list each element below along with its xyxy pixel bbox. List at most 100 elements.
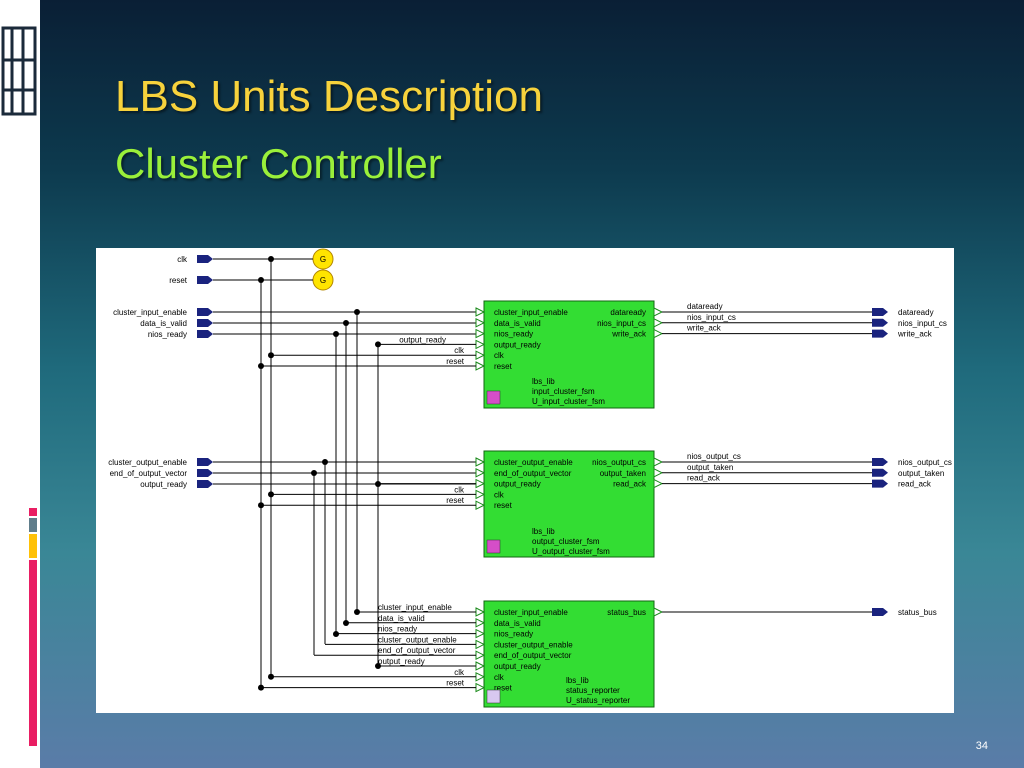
module-input-pin	[475, 650, 486, 661]
module-input-label: nios_ready	[494, 630, 533, 639]
output-port-label-write_ack: write_ack	[897, 330, 933, 339]
module-instance-label: U_output_cluster_fsm	[532, 547, 610, 556]
input-wire-label: clk	[454, 346, 465, 355]
module-output-pin	[653, 457, 664, 467]
input-wire-label: clk	[454, 485, 465, 494]
module-output-pin	[653, 307, 664, 317]
junction-dot	[354, 609, 360, 615]
left-bar-pink	[29, 508, 37, 516]
module-input-label: end_of_output_vector	[494, 469, 572, 478]
module-input-pin	[475, 489, 486, 500]
module-1: cluster_output_enableend_of_output_vecto…	[483, 450, 655, 558]
module-input-label: reset	[494, 684, 513, 693]
module-input-pin	[475, 500, 486, 511]
module-input-label: clk	[494, 673, 505, 682]
output-port-label-dataready: dataready	[898, 308, 934, 317]
junction-dot	[375, 663, 381, 669]
module-input-pin	[475, 317, 486, 328]
window-grid-icon	[1, 26, 37, 116]
output-wire-label: dataready	[687, 302, 723, 311]
module-input-pin	[475, 457, 486, 467]
module-2: cluster_input_enable data_is_valid nios_re…	[483, 600, 655, 708]
module-library-label: lbs_lib	[532, 377, 555, 386]
module-box	[483, 600, 655, 708]
module-input-label: output_ready	[494, 662, 541, 671]
module-output-label: dataready	[610, 308, 646, 317]
module-input-pin	[475, 628, 486, 639]
input-wire-label: cluster_output_enable	[378, 635, 457, 644]
block-diagram-svg: GGclkresetcluster_input_enabledata_is_va…	[108, 248, 952, 708]
input-wire-label: end_of_output_vector	[378, 646, 456, 655]
module-input-label: output_ready	[494, 480, 541, 489]
module-output-label: write_ack	[611, 330, 647, 339]
output-port-status_bus	[872, 608, 888, 616]
input-port-label-output_ready: output_ready	[140, 480, 187, 489]
module-input-label: nios_ready	[494, 330, 533, 339]
input-wire-label: cluster_input_enable	[378, 603, 452, 612]
module-entity-label: output_cluster_fsm	[532, 537, 600, 546]
module-output-label: output_taken	[600, 469, 646, 478]
module-input-label: data_is_valid	[494, 319, 541, 328]
input-port-label-clk: clk	[177, 255, 188, 264]
input-wire-label: output_ready	[399, 335, 446, 344]
module-input-pin	[475, 467, 486, 478]
input-port-output_ready	[197, 480, 213, 488]
module-input-label: data_is_valid	[494, 619, 541, 628]
input-port-label-end_of_output_vector: end_of_output_vector	[110, 469, 188, 478]
output-port-nios_output_cs	[872, 458, 888, 466]
junction-dot	[343, 620, 349, 626]
module-output-label: nios_output_cs	[592, 458, 646, 467]
junction-dot	[258, 363, 264, 369]
input-port-cluster_input_enable	[197, 308, 213, 316]
output-port-read_ack	[872, 479, 888, 488]
module-output-label: read_ack	[613, 480, 647, 489]
junction-dot	[268, 352, 274, 359]
output-wire-label: nios_input_cs	[687, 313, 736, 322]
module-0: cluster_input_enabledata_is_validnios_re…	[483, 300, 655, 409]
input-port-clk	[197, 255, 213, 263]
junction-dot	[375, 341, 381, 348]
clock-generator-label: G	[320, 276, 326, 285]
module-output-label: nios_input_cs	[597, 319, 646, 328]
module-box	[483, 300, 655, 409]
module-input-label: cluster_input_enable	[494, 608, 568, 617]
output-wire-label: read_ack	[687, 474, 721, 483]
junction-dot	[258, 502, 264, 509]
output-port-nios_input_cs	[872, 318, 888, 327]
junction-dot	[268, 673, 274, 680]
input-wire-label: reset	[446, 679, 465, 688]
junction-dot	[258, 684, 264, 691]
state-machine-icon	[486, 390, 501, 405]
output-port-output_taken	[872, 468, 888, 477]
input-port-label-data_is_valid: data_is_valid	[140, 319, 187, 328]
output-wire-label: output_taken	[687, 463, 733, 472]
input-port-label-cluster_input_enable: cluster_input_enable	[113, 308, 187, 317]
module-input-pin	[475, 617, 486, 628]
left-decoration-strip	[0, 0, 40, 768]
module-box	[483, 450, 655, 558]
slide-title: LBS Units Description	[115, 72, 543, 121]
module-input-pin	[475, 661, 486, 671]
output-port-label-nios_output_cs: nios_output_cs	[898, 458, 952, 467]
module-input-label: output_ready	[494, 340, 541, 349]
output-port-label-read_ack: read_ack	[898, 480, 932, 489]
module-output-pin	[653, 467, 664, 478]
module-entity-label: input_cluster_fsm	[532, 387, 595, 396]
module-input-pin	[475, 350, 486, 361]
module-input-label: end_of_output_vector	[494, 651, 572, 660]
module-output-pin	[653, 317, 664, 328]
module-input-pin	[475, 339, 486, 350]
output-wire-label: nios_output_cs	[687, 452, 741, 461]
input-port-reset	[197, 276, 213, 284]
state-machine-icon	[486, 539, 501, 554]
module-input-label: reset	[494, 362, 513, 371]
slide-subtitle: Cluster Controller	[115, 140, 442, 187]
document-icon	[486, 689, 501, 704]
output-wire-label: write_ack	[686, 324, 722, 333]
left-bar-amber	[29, 534, 37, 558]
left-color-bars	[29, 508, 37, 748]
output-port-write_ack	[872, 329, 888, 338]
junction-dot	[258, 277, 264, 283]
module-entity-label: status_reporter	[566, 686, 620, 695]
module-library-label: lbs_lib	[566, 676, 589, 685]
